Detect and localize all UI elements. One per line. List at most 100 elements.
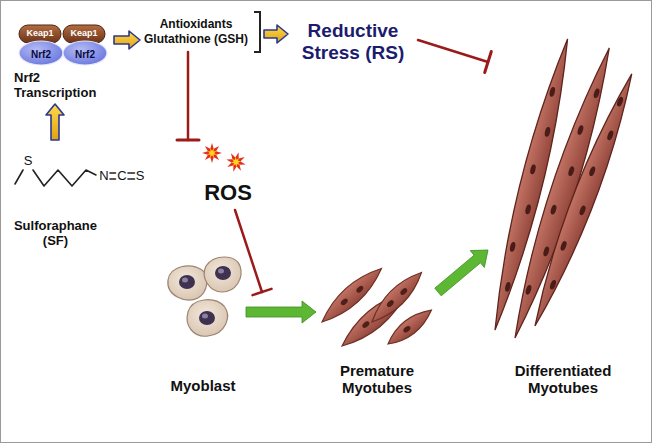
nrf2-protein: Nrf2 <box>18 40 64 66</box>
ros-burst <box>205 146 218 159</box>
premature-myotubes <box>383 304 436 350</box>
differentiated-myotubes <box>525 70 642 330</box>
differentiated-myotubes <box>504 44 621 341</box>
premature-myotubes <box>340 297 349 306</box>
myoblast-cells <box>168 257 241 336</box>
progression-arrow <box>435 250 488 296</box>
inhibition-bar <box>177 139 199 142</box>
differentiated-myotubes <box>567 166 575 177</box>
nrf2-shape <box>63 41 107 65</box>
sulforaphane-structure <box>15 170 135 186</box>
progression-arrow <box>246 301 316 323</box>
atom-symbol: C <box>117 169 126 183</box>
differentiated-myotubes <box>588 166 596 177</box>
sulforaphane-structure <box>33 170 96 186</box>
myoblast-cells <box>204 257 241 292</box>
node-text: Premature Myotubes <box>327 362 427 396</box>
activation-arrow <box>114 31 140 49</box>
ros-burst <box>224 150 248 174</box>
differentiated-myotubes <box>525 70 642 330</box>
ros-burst <box>229 155 243 169</box>
differentiated-myotubes <box>578 205 586 216</box>
ros-inhibition-line <box>253 289 272 295</box>
differentiated-myotubes <box>550 204 558 215</box>
node-text: ROS <box>204 180 252 206</box>
myoblast-cells <box>218 269 224 274</box>
differentiated-myotubes <box>525 204 532 215</box>
myoblast-node: Myoblast <box>160 252 246 396</box>
ros-burst <box>202 143 248 174</box>
ros-burst <box>224 150 248 174</box>
sulforaphane-structure <box>110 173 116 179</box>
premature-myotubes <box>355 285 364 294</box>
ros-burst <box>202 143 222 163</box>
node-text: Keap1 <box>26 28 53 38</box>
node-text: Sulforaphane (SF) <box>8 218 103 248</box>
sulforaphane-structure <box>15 170 23 184</box>
ros-inhibition-line <box>235 210 272 295</box>
node-text: Myoblast <box>170 377 235 394</box>
node-text: Reductive Stress (RS) <box>290 20 416 64</box>
activation-arrow <box>114 31 140 49</box>
differentiated-myotubes <box>593 88 601 99</box>
activation-arrow <box>246 301 316 323</box>
inhibition-line <box>187 52 190 140</box>
premature-myotubes <box>361 320 370 329</box>
inhibition-connector <box>418 40 491 72</box>
premature-myotubes <box>399 287 408 296</box>
differentiated-myotubes <box>549 86 556 97</box>
differentiated-myotubes <box>509 241 516 252</box>
atom-symbol: N <box>99 169 108 183</box>
reductive-stress-label: Reductive Stress (RS) <box>288 16 418 68</box>
activation-arrow <box>435 250 488 296</box>
keap1-nrf2-complex: Nrf2 Transcription Keap1 Keap1Nrf2 Nrf2 <box>14 22 114 104</box>
bracket <box>254 12 260 52</box>
inhibition-connector <box>177 52 199 140</box>
inhibition-bar <box>485 52 492 73</box>
myoblast-cells <box>187 300 227 336</box>
myoblast-cells <box>215 266 231 280</box>
atom-symbol: S <box>136 169 145 183</box>
differentiated-myotubes <box>606 130 614 141</box>
differentiated-myotubes <box>525 284 533 295</box>
myoblast-cells <box>179 275 195 289</box>
differentiated-myotubes <box>529 164 536 175</box>
activation-arrow <box>46 104 64 140</box>
inhibition-line <box>418 40 488 62</box>
keap1-shape <box>63 25 105 43</box>
antioxidant-label: Antioxidants Glutathione (GSH) <box>140 14 264 52</box>
node-text: Keap1 <box>70 28 97 38</box>
differentiated-myotubes <box>577 125 585 136</box>
myoblast-cells <box>202 314 208 319</box>
differentiated-myotubes <box>504 281 511 292</box>
node-text: Nrf2 <box>31 49 51 61</box>
premature-myotubes <box>386 299 395 308</box>
differentiated-myotubes <box>484 36 642 341</box>
atom-symbol: S <box>24 154 33 168</box>
node-text: Nrf2 Transcription <box>14 70 109 100</box>
premature-myotube-node: Premature Myotubes <box>316 262 438 398</box>
myoblast-cells <box>199 311 215 325</box>
node-text: Nrf2 <box>75 49 95 61</box>
differentiated-myotubes <box>559 240 567 251</box>
premature-myotubes <box>316 262 436 353</box>
differentiated-myotubes <box>542 246 550 257</box>
sulforaphane-structure <box>128 173 135 179</box>
differentiated-myotubes <box>544 126 551 137</box>
activation-arrow <box>46 104 64 140</box>
premature-myotubes <box>383 304 436 350</box>
differentiated-myotubes <box>616 96 624 107</box>
node-text: Differentiated Myotubes <box>507 362 619 396</box>
ros-burst <box>202 143 222 163</box>
nrf2-protein: Nrf2 <box>62 40 108 66</box>
differentiated-myotube-node: Differentiated Myotubes <box>488 30 638 398</box>
myoblast-cells <box>168 266 207 300</box>
activation-arrow <box>264 25 288 43</box>
node-text: Antioxidants Glutathione (GSH) <box>140 17 252 47</box>
nrf2-shape <box>19 41 63 65</box>
keap1-shape <box>19 25 61 43</box>
differentiated-myotubes <box>504 44 621 341</box>
myoblast-cells <box>182 278 188 283</box>
